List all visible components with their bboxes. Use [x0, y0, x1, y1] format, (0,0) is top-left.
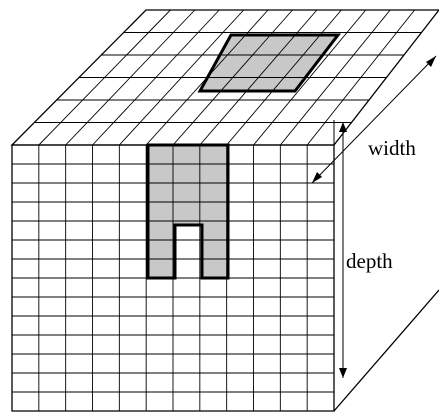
- width-dimension: width: [311, 55, 437, 184]
- width-arrowhead-end: [426, 56, 436, 67]
- top-face-highlight: [200, 35, 338, 91]
- depth-dimension: depth: [333, 120, 393, 411]
- right-edge-bottom: [333, 289, 439, 412]
- top-face-grid: [34, 9, 422, 146]
- depth-arrowhead-top: [339, 122, 347, 132]
- top-face-highlight-outline: [197, 33, 342, 93]
- width-arrow-line: [311, 55, 437, 184]
- depth-arrowhead-bottom: [339, 368, 347, 378]
- front-face-highlight: [148, 145, 228, 278]
- depth-label: depth: [346, 249, 393, 273]
- front-face-highlight-outline: [146, 143, 230, 280]
- front-face-grid: [12, 145, 334, 411]
- width-arrowhead-start: [312, 172, 322, 183]
- width-label: width: [368, 136, 416, 160]
